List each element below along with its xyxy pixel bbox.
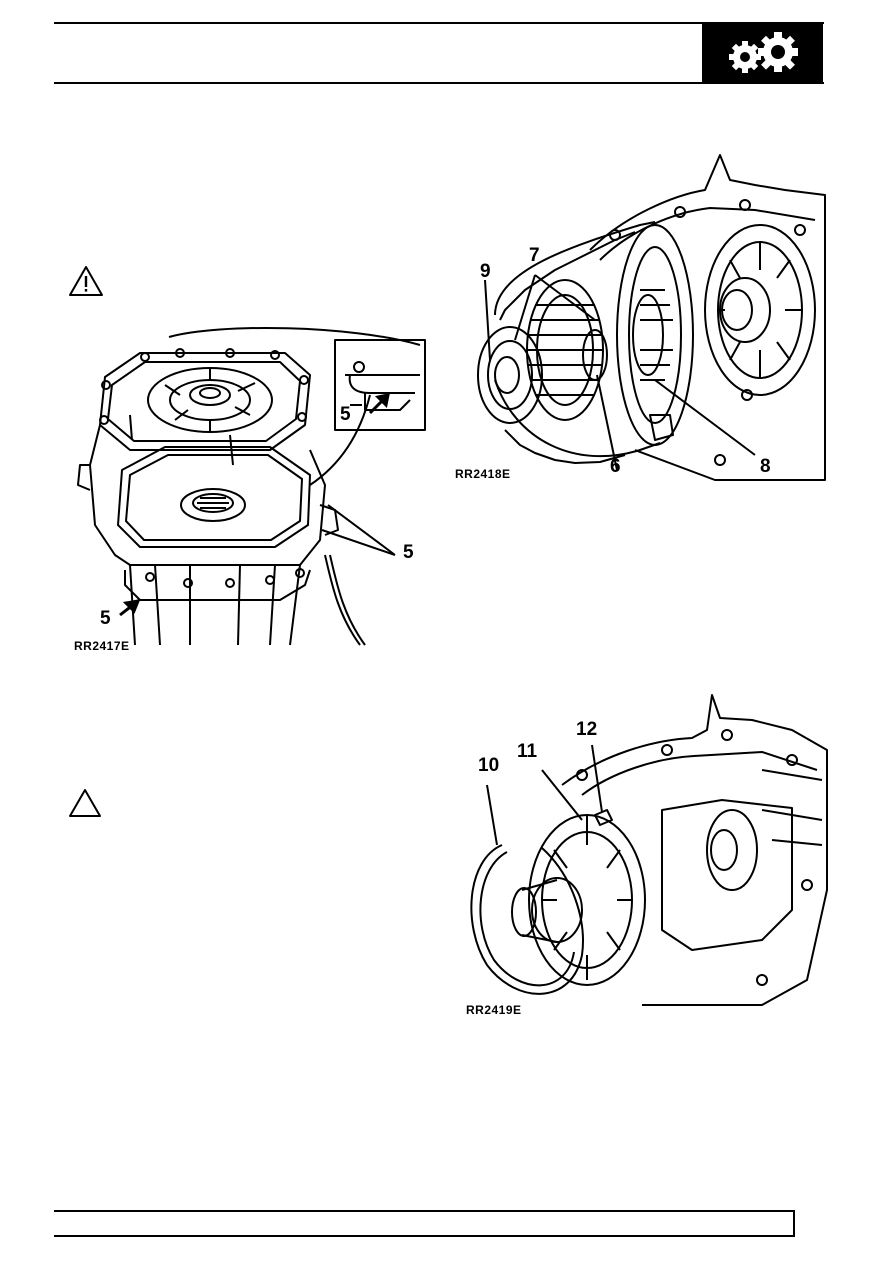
section-badge [702,24,823,84]
fig2-callout-9: 9 [480,261,491,282]
gears-icon [729,32,798,73]
transfer-casing-illustration [77,326,426,646]
caution-triangle-icon [69,789,101,817]
fig2-code: RR2418E [455,467,511,481]
figure-rr2417e: 5 5 5 RR2417E [70,315,440,660]
header-top-rule [54,22,824,24]
header-bottom-rule [54,82,824,84]
footer-bar [54,1210,795,1237]
figure-rr2418e: 9 7 6 8 RR2418E [455,150,830,485]
fig3-callout-11: 11 [517,741,538,762]
warning-exclamation-icon [69,266,103,296]
fig1-callout-5-inset: 5 [340,404,351,425]
snap-ring-illustration [470,694,828,1006]
fig1-code: RR2417E [74,639,130,653]
fig1-callout-5-right: 5 [403,542,414,563]
fig2-callout-7: 7 [529,245,540,266]
fig2-callout-8: 8 [760,456,771,477]
fig2-callout-6: 6 [610,456,621,477]
fig3-callout-12: 12 [576,719,598,740]
chain-sprocket-illustration [477,154,826,481]
fig1-callout-5-left: 5 [100,608,111,629]
fig3-code: RR2419E [466,1003,522,1017]
fig3-callout-10: 10 [478,755,500,776]
figure-rr2419e: 10 11 12 RR2419E [462,690,832,1020]
